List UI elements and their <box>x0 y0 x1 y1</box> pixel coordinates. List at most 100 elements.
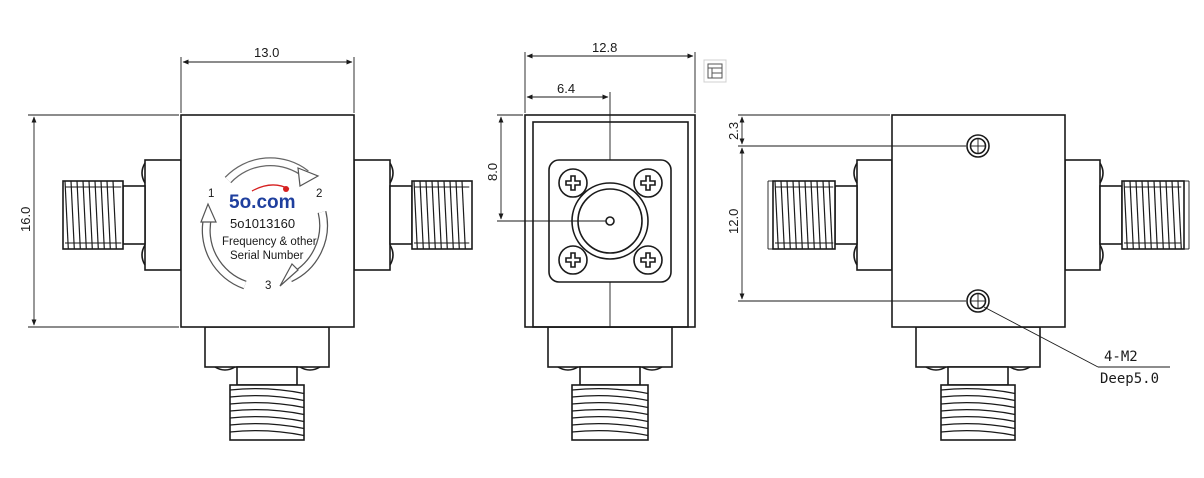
thread-line <box>229 416 305 423</box>
thread-line <box>571 395 649 402</box>
side-height-dimension: 8.0 <box>485 114 606 222</box>
rear-bottom-thread <box>940 388 1016 437</box>
thread-line <box>425 180 430 250</box>
side-bottom-connector <box>547 326 673 441</box>
side-body-inner <box>532 121 689 328</box>
thread-line <box>413 180 418 250</box>
thread-line <box>229 388 305 395</box>
thread-line <box>940 395 1016 402</box>
circulation-arrows-icon <box>200 157 329 290</box>
rear-body <box>891 114 1066 328</box>
thread-line <box>70 180 75 250</box>
thread-line <box>229 409 305 416</box>
mounting-hole-top-icon <box>966 134 990 158</box>
rear-left-thread <box>774 180 834 250</box>
thread-line <box>798 180 803 250</box>
thread-line <box>88 180 93 250</box>
thread-line <box>571 423 649 430</box>
thread-line <box>76 180 81 250</box>
thread-line <box>571 402 649 409</box>
thread-line <box>443 180 448 250</box>
note-line-1: Frequency & other <box>222 236 317 248</box>
thread-line <box>1159 180 1164 250</box>
side-half-label: 6.4 <box>557 81 575 96</box>
thread-line <box>774 180 779 250</box>
rear-view: 2.3 12.0 4-M2 Deep5.0 <box>726 114 1190 441</box>
thread-line <box>431 180 436 250</box>
thread-line <box>82 180 87 250</box>
mounting-hole-bottom-icon <box>966 289 990 313</box>
thread-line <box>810 180 815 250</box>
thread-line <box>940 416 1016 423</box>
thread-line <box>571 416 649 423</box>
rear-offset-label: 2.3 <box>726 122 741 140</box>
view-box-icon[interactable] <box>703 59 727 83</box>
rear-left-connector <box>767 159 893 271</box>
port-1-label: 1 <box>208 188 214 200</box>
thread-line <box>786 180 791 250</box>
rear-right-thread <box>1123 180 1182 250</box>
thread-line <box>229 423 305 430</box>
thread-line <box>1129 180 1134 250</box>
thread-line <box>828 180 833 250</box>
right-connector <box>353 159 473 271</box>
logo-swoosh-icon <box>251 184 290 192</box>
thread-line <box>106 180 111 250</box>
bottom-connector <box>204 326 330 441</box>
thread-line <box>940 430 1016 437</box>
side-half-dimension: 6.4 <box>526 81 611 122</box>
rear-spacing-dimension: 12.0 <box>726 147 966 302</box>
thread-line <box>571 388 649 395</box>
left-connector <box>62 159 182 271</box>
thread-line <box>419 180 424 250</box>
thread-line <box>1141 180 1146 250</box>
bottom-connector-thread <box>229 388 305 437</box>
thread-line <box>455 180 460 250</box>
rear-offset-dimension: 2.3 <box>726 114 966 147</box>
height-dim-label: 16.0 <box>18 207 33 232</box>
thread-line <box>1123 180 1128 250</box>
thread-line <box>940 402 1016 409</box>
rear-bottom-connector <box>915 326 1041 441</box>
thread-line <box>1135 180 1140 250</box>
thread-line <box>1177 180 1182 250</box>
right-connector-thread <box>413 180 470 250</box>
port-3-label: 3 <box>265 280 271 292</box>
thread-line <box>822 180 827 250</box>
thread-line <box>816 180 821 250</box>
front-width-dimension: 13.0 <box>180 45 355 113</box>
hole-depth-label: Deep5.0 <box>1100 371 1159 387</box>
brand-logo: 5o.com <box>229 192 296 213</box>
thread-line <box>571 430 649 437</box>
flange-screws <box>558 168 663 275</box>
hole-thread-label: 4-M2 <box>1104 349 1138 365</box>
hole-callout: 4-M2 Deep5.0 <box>983 306 1170 387</box>
thread-line <box>1147 180 1152 250</box>
thread-line <box>571 409 649 416</box>
thread-line <box>229 395 305 402</box>
thread-line <box>100 180 105 250</box>
thread-line <box>1165 180 1170 250</box>
thread-line <box>940 388 1016 395</box>
side-view: 12.8 6.4 8.0 <box>485 40 727 441</box>
thread-line <box>64 180 69 250</box>
port-2-label: 2 <box>316 188 322 200</box>
thread-line <box>229 430 305 437</box>
front-view: 1 2 3 5o.com 5o1013160 Frequency & other… <box>18 45 473 441</box>
thread-line <box>940 409 1016 416</box>
width-dim-label: 13.0 <box>254 45 279 60</box>
thread-line <box>940 423 1016 430</box>
thread-line <box>1171 180 1176 250</box>
thread-line <box>449 180 454 250</box>
thread-line <box>804 180 809 250</box>
thread-line <box>1153 180 1158 250</box>
thread-line <box>229 402 305 409</box>
serial-number: 5o1013160 <box>230 216 295 231</box>
thread-line <box>792 180 797 250</box>
side-width-label: 12.8 <box>592 40 617 55</box>
rear-right-connector <box>1064 159 1190 271</box>
thread-line <box>112 180 117 250</box>
thread-line <box>780 180 785 250</box>
